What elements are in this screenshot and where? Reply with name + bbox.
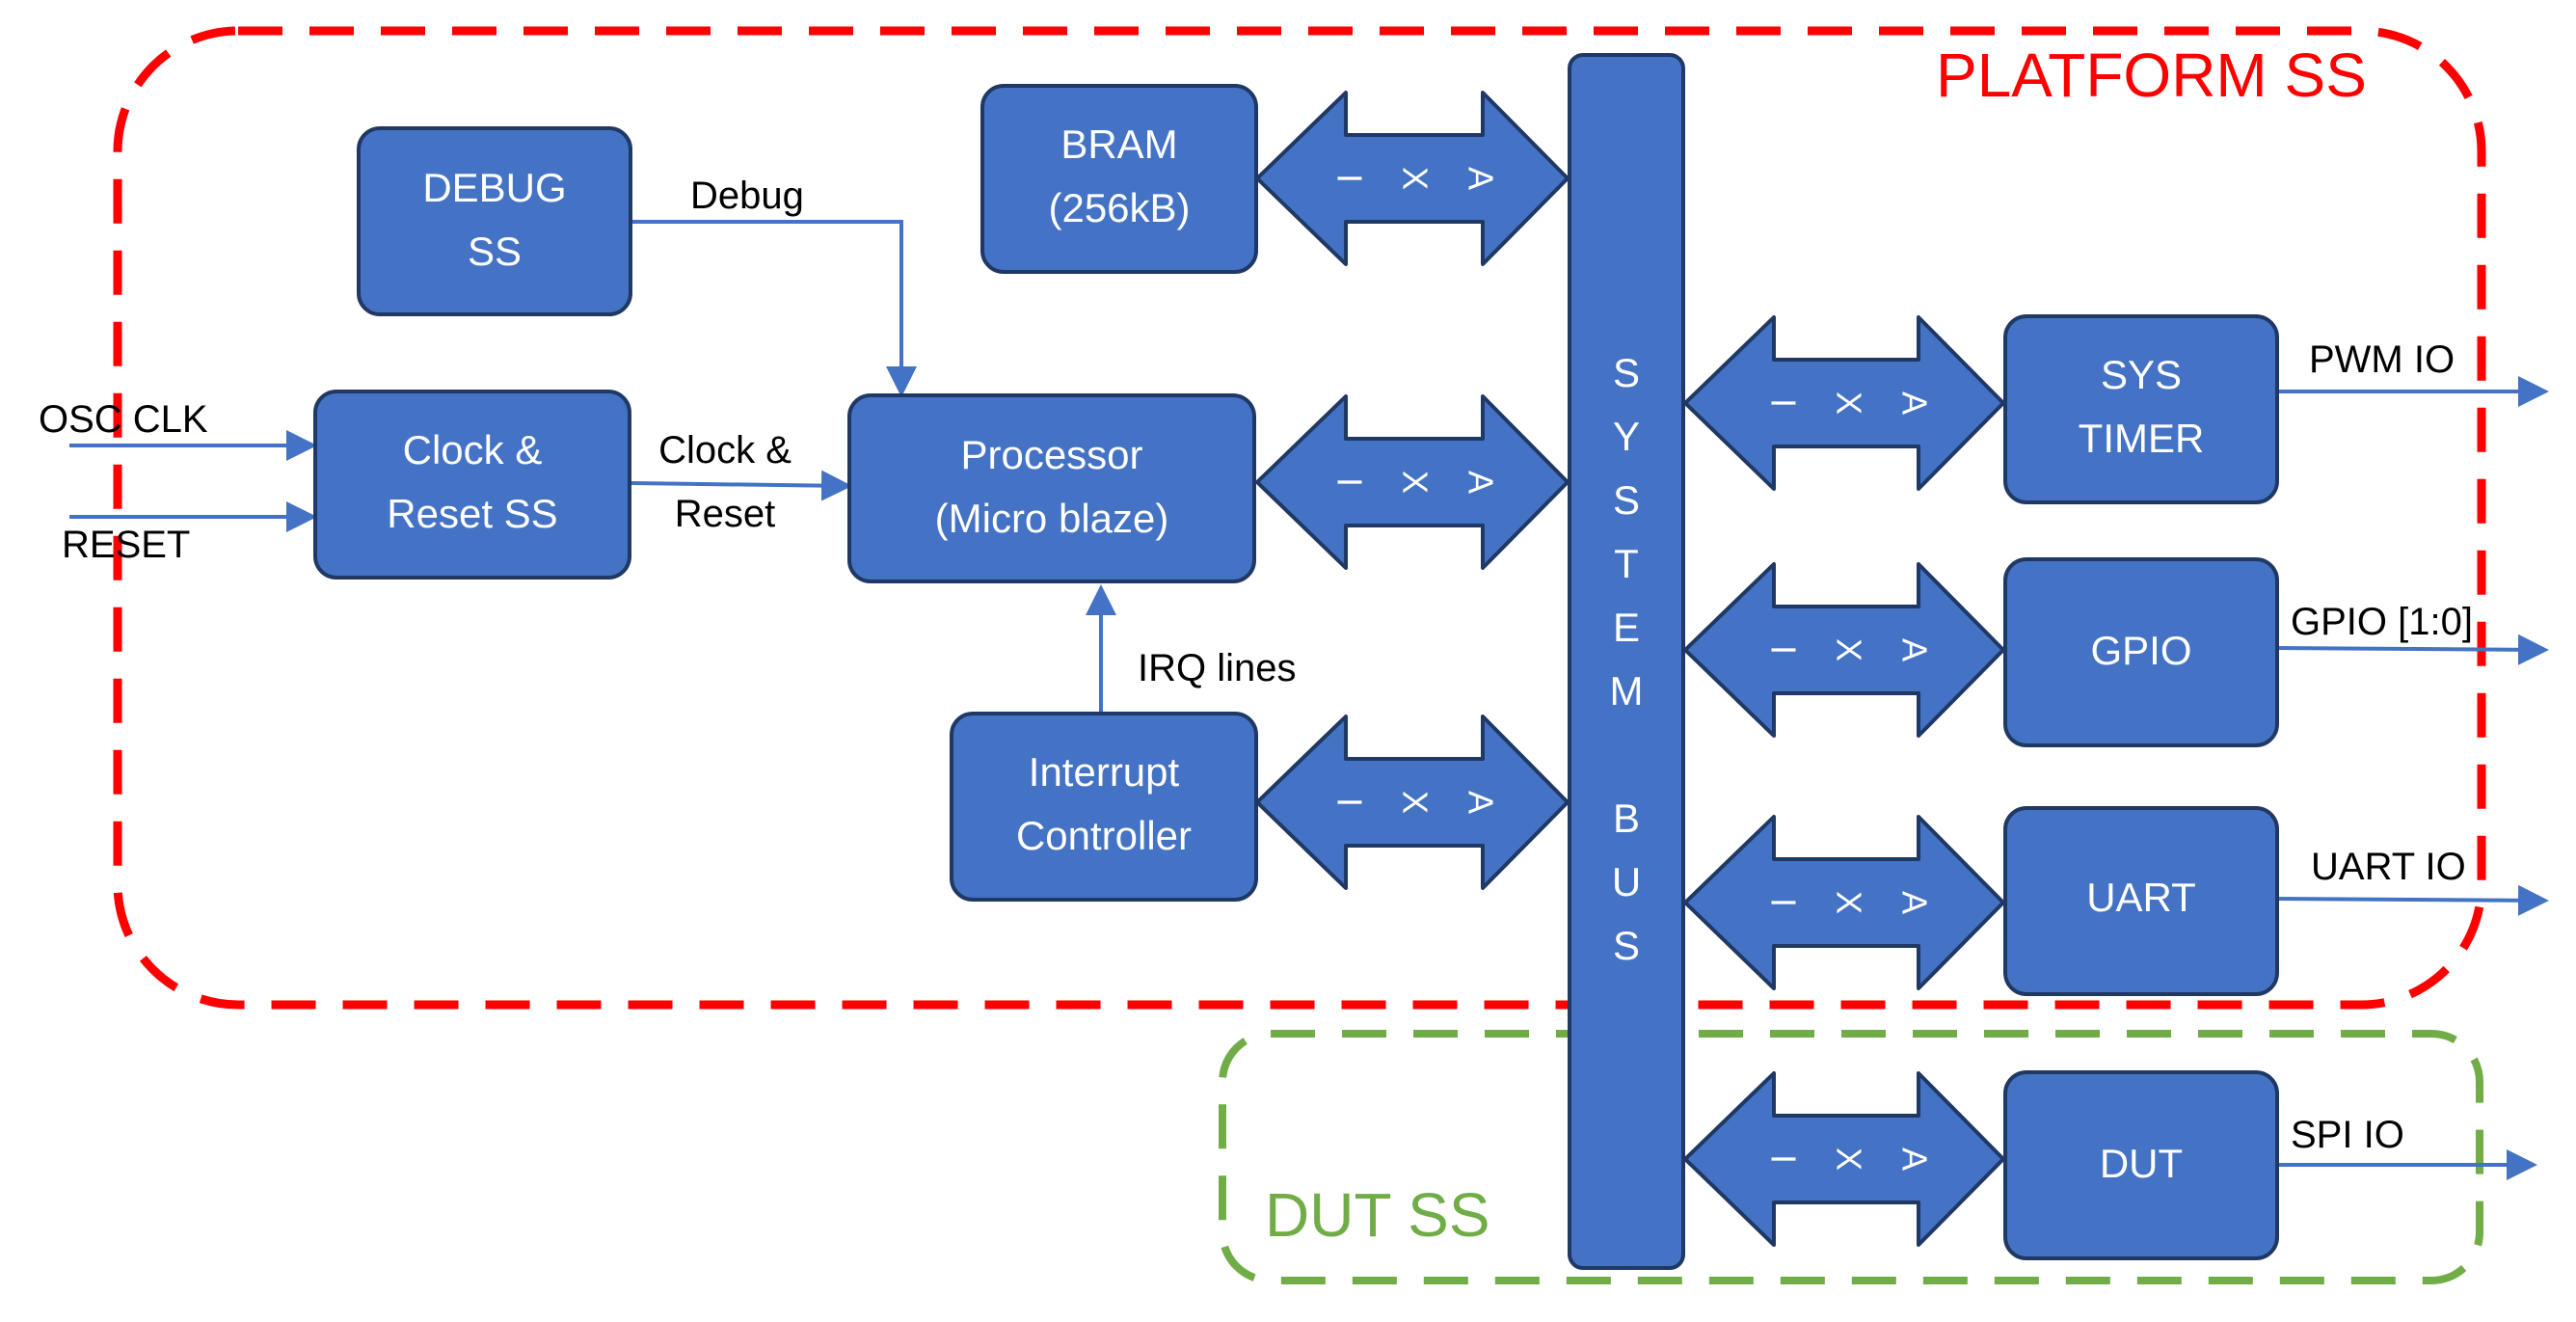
debug-ss-line1: DEBUG: [422, 165, 566, 210]
sys-timer-block: SYS TIMER: [2003, 314, 2279, 504]
interrupt-controller-block: Interrupt Controller: [950, 712, 1258, 902]
uart-io-wire: [2276, 884, 2549, 916]
system-bus-letter: S: [1613, 477, 1640, 523]
axi-arrow-sys-timer: A X I: [1683, 315, 2005, 491]
uart-block: UART: [2003, 806, 2279, 996]
axi-label-i: I: [1329, 174, 1369, 183]
uart-label: UART: [2086, 875, 2196, 920]
axi-label-a: A: [1894, 638, 1934, 661]
axi-arrow-processor: A X I: [1255, 394, 1570, 570]
clock-reset-ss-line2: Reset SS: [387, 491, 557, 536]
debug-wire: [631, 220, 917, 397]
axi-arrow-dut: A X I: [1683, 1071, 2005, 1247]
axi-label-x: X: [1829, 391, 1868, 415]
axi-arrow-interrupt: A X I: [1255, 715, 1570, 890]
platform-ss-boundary: [113, 26, 2486, 1010]
bram-block: BRAM (256kB): [980, 84, 1258, 274]
processor-block: Processor (Micro blaze): [847, 393, 1256, 583]
system-bus-letter: B: [1613, 796, 1640, 841]
axi-label-i: I: [1763, 398, 1803, 408]
system-bus-letter: S: [1613, 350, 1640, 395]
clock-reset-ss-line1: Clock &: [403, 427, 543, 472]
axi-label-a: A: [1894, 891, 1934, 914]
axi-arrow-uart: A X I: [1683, 815, 2005, 990]
axi-label-x: X: [1395, 167, 1435, 190]
system-bus-letter: E: [1613, 605, 1640, 650]
axi-arrow-bram: A X I: [1255, 91, 1570, 266]
gpio-block: GPIO: [2003, 557, 2279, 747]
dut-ss-boundary: [1219, 1030, 2483, 1284]
clock-reset-label-line2: Reset: [675, 493, 776, 535]
axi-label-i: I: [1763, 645, 1803, 655]
spi-io-label: SPI IO: [2291, 1114, 2404, 1156]
pwm-io-label: PWM IO: [2309, 338, 2455, 381]
debug-ss-block: DEBUG SS: [357, 126, 632, 316]
bram-line2: (256kB): [1048, 185, 1190, 230]
axi-label-x: X: [1395, 791, 1435, 814]
processor-line1: Processor: [960, 432, 1142, 477]
interrupt-line1: Interrupt: [1029, 749, 1180, 795]
system-bus-letter: S: [1613, 923, 1640, 968]
axi-label-i: I: [1329, 797, 1369, 807]
interrupt-line2: Controller: [1016, 813, 1192, 858]
axi-label-a: A: [1894, 391, 1934, 415]
gpio-label: GPIO: [2090, 628, 2191, 673]
axi-label-a: A: [1461, 791, 1500, 814]
axi-label-x: X: [1829, 891, 1868, 914]
system-bus-letter: U: [1612, 859, 1641, 904]
bram-line1: BRAM: [1060, 121, 1177, 167]
axi-label-a: A: [1461, 471, 1500, 494]
uart-io-label: UART IO: [2311, 846, 2466, 888]
sys-timer-line1: SYS: [2101, 352, 2182, 397]
debug-label: Debug: [690, 175, 804, 217]
osc-clk-label: OSC CLK: [39, 398, 208, 441]
dut-block: DUT: [2003, 1070, 2279, 1260]
irq-label: IRQ lines: [1138, 647, 1297, 689]
reset-label: RESET: [62, 524, 190, 566]
dut-ss-title: DUT SS: [1265, 1180, 1490, 1250]
system-bus-letter: M: [1610, 668, 1644, 714]
axi-label-i: I: [1763, 1154, 1803, 1164]
clock-reset-ss-block: Clock & Reset SS: [313, 390, 631, 580]
axi-label-a: A: [1894, 1147, 1934, 1171]
system-bus: S Y S T E M B U S: [1568, 53, 1685, 1270]
clock-reset-label-line1: Clock &: [658, 429, 792, 472]
platform-ss-title: PLATFORM SS: [1936, 40, 2367, 110]
axi-label-i: I: [1329, 477, 1369, 487]
axi-label-x: X: [1829, 638, 1868, 661]
axi-label-a: A: [1461, 167, 1500, 190]
axi-arrow-gpio: A X I: [1683, 562, 2005, 738]
system-bus-letter: T: [1614, 541, 1639, 586]
dut-label: DUT: [2100, 1141, 2183, 1186]
axi-label-x: X: [1395, 471, 1435, 494]
system-bus-letter: Y: [1613, 414, 1640, 459]
gpio-io-label: GPIO [1:0]: [2291, 601, 2473, 643]
axi-label-x: X: [1829, 1147, 1868, 1171]
axi-label-i: I: [1763, 898, 1803, 907]
gpio-io-wire: [2276, 634, 2549, 665]
sys-timer-line2: TIMER: [2079, 416, 2205, 461]
processor-line2: (Micro blaze): [935, 496, 1169, 541]
debug-ss-line2: SS: [468, 229, 522, 274]
clock-reset-wire: [631, 470, 852, 501]
